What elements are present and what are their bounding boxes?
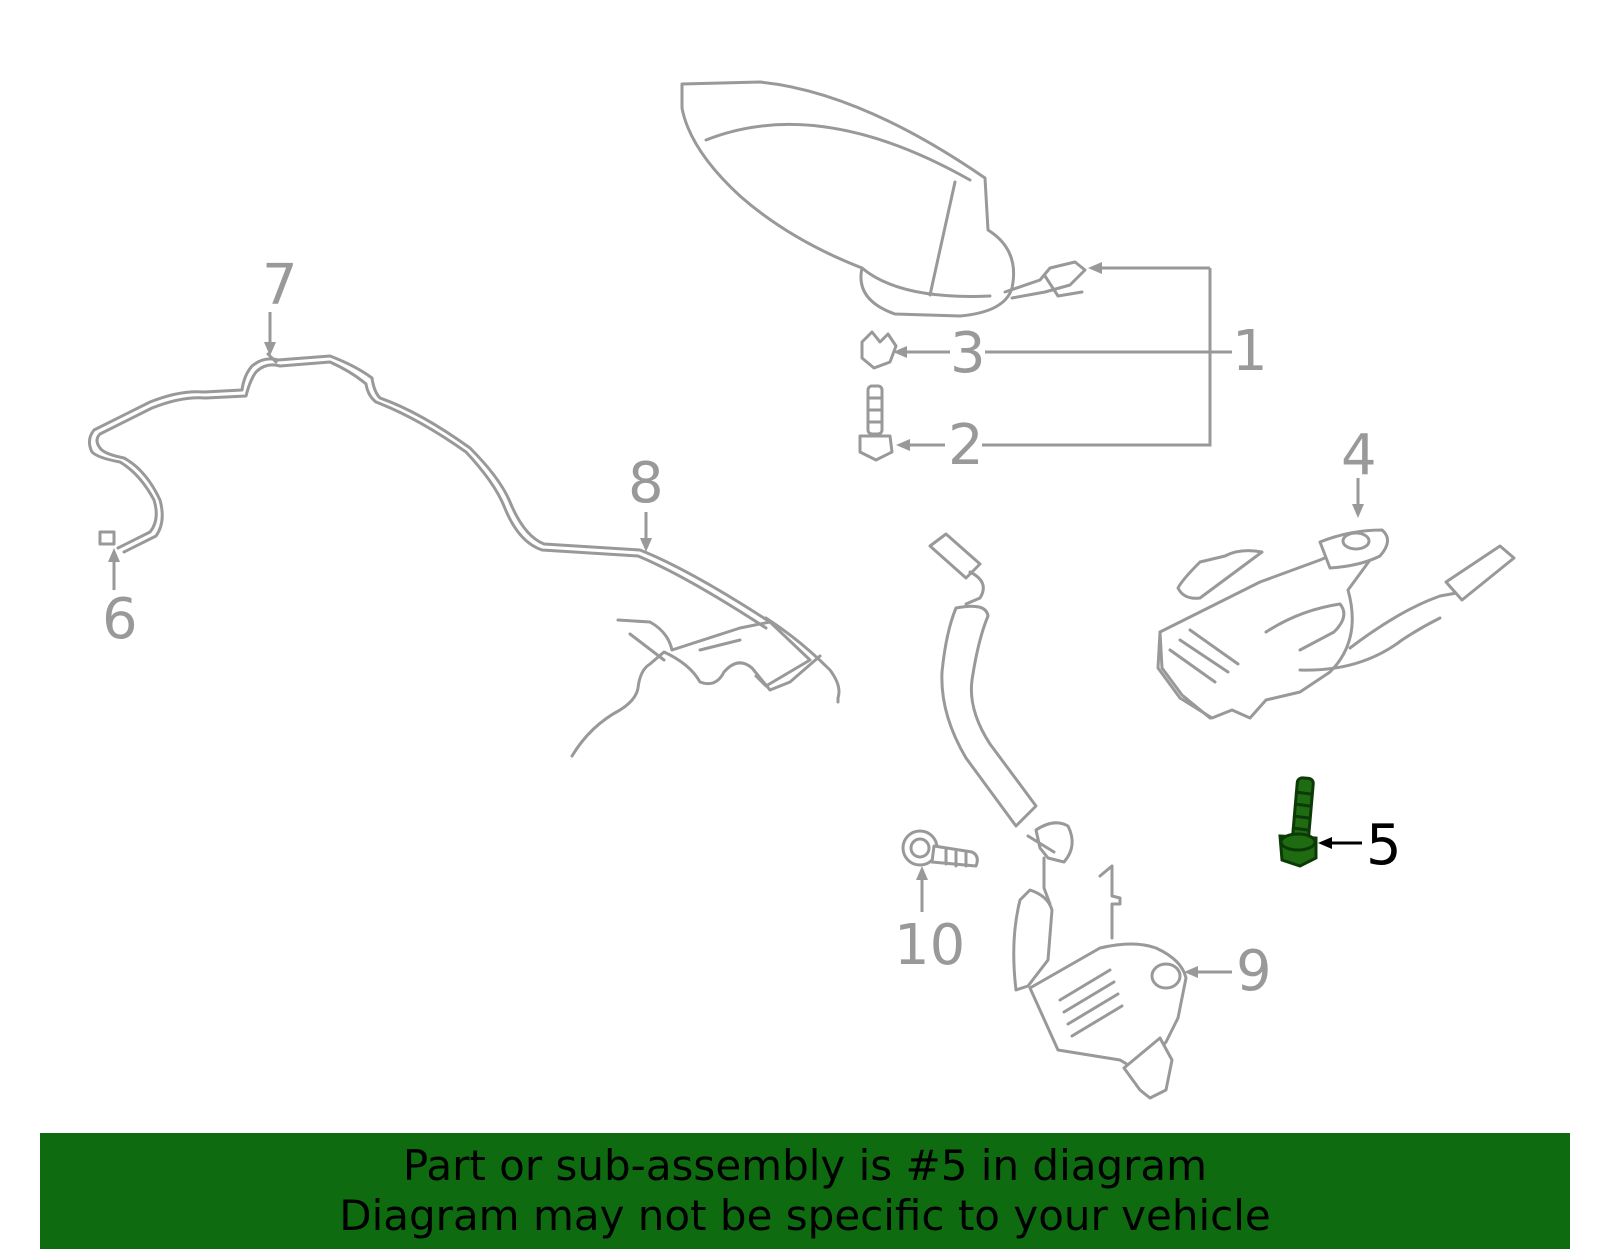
callout-5: 5 [1366,813,1402,878]
callout-2: 2 [948,413,984,478]
part-10-bolt[interactable] [901,829,979,868]
leader-4 [1352,478,1364,518]
part-3-clip[interactable] [860,330,898,370]
callout-7: 7 [262,253,298,318]
leader-5 [1318,837,1362,849]
callout-6: 6 [102,587,138,652]
callout-9: 9 [1236,939,1272,1004]
part-4-module[interactable] [1156,528,1516,720]
part-7-cable[interactable] [87,352,772,630]
banner-line-2: Diagram may not be specific to your vehi… [339,1191,1271,1240]
part-5-bolt[interactable] [1278,776,1318,868]
leaders-1-2-3 [893,262,1232,451]
leader-8 [640,512,652,552]
part-1-antenna[interactable] [680,80,1087,318]
leader-6 [108,548,120,590]
part-2-bolt[interactable] [858,384,894,462]
callout-4: 4 [1341,423,1377,488]
part-8-bracket[interactable] [570,616,841,758]
callout-8: 8 [628,451,664,516]
part-9-sensor[interactable] [928,532,1188,1100]
callout-10: 10 [894,913,965,978]
callout-3: 3 [950,321,986,386]
leader-9 [1184,966,1232,978]
leader-10 [916,866,928,912]
fitment-banner: Part or sub-assembly is #5 in diagram Di… [40,1133,1570,1249]
callout-1: 1 [1232,319,1268,384]
banner-line-1: Part or sub-assembly is #5 in diagram [402,1141,1208,1190]
leader-7 [264,312,276,356]
